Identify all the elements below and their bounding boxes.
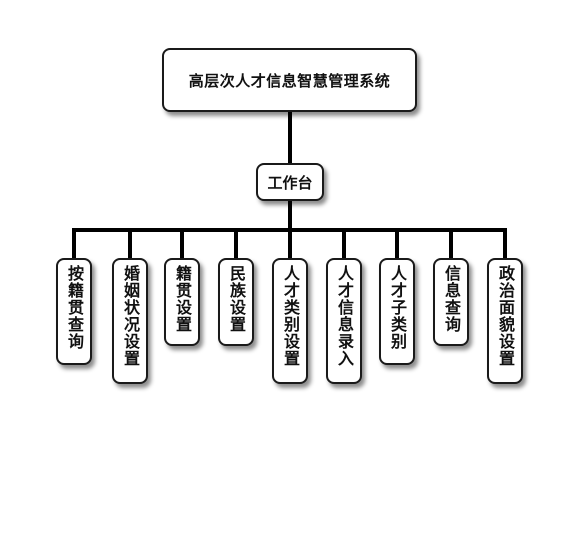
leaf-node-label: 政治面貌设置 xyxy=(496,265,515,367)
leaf-node-label: 人才子类别 xyxy=(388,265,407,350)
leaf-node-label: 民族设置 xyxy=(227,265,246,333)
leaf-node-ethnicity-settings[interactable]: 民族设置 xyxy=(218,258,254,346)
leaf-node-marital-status[interactable]: 婚姻状况设置 xyxy=(112,258,148,384)
leaf-node-jiguan-settings[interactable]: 籍贯设置 xyxy=(164,258,200,346)
leaf-node-label: 按籍贯查询 xyxy=(65,265,84,350)
leaf-node-label: 籍贯设置 xyxy=(173,265,192,333)
leaf-node-jiguan-query[interactable]: 按籍贯查询 xyxy=(56,258,92,365)
leaf-node-info-query[interactable]: 信息查询 xyxy=(433,258,469,346)
leaf-node-political-status[interactable]: 政治面貌设置 xyxy=(487,258,523,384)
hub-node-label: 工作台 xyxy=(267,173,313,192)
leaf-node-label: 婚姻状况设置 xyxy=(121,265,140,367)
leaf-node-label: 人才信息录入 xyxy=(335,265,354,367)
leaf-node-talent-subcategory[interactable]: 人才子类别 xyxy=(379,258,415,365)
root-node-label: 高层次人才信息智慧管理系统 xyxy=(188,71,391,90)
leaf-node-label: 人才类别设置 xyxy=(281,265,300,367)
leaf-node-label: 信息查询 xyxy=(442,265,461,333)
hub-node[interactable]: 工作台 xyxy=(256,163,324,201)
leaf-drop-lines xyxy=(72,228,507,258)
leaf-node-talent-entry[interactable]: 人才信息录入 xyxy=(326,258,362,384)
leaf-node-talent-category[interactable]: 人才类别设置 xyxy=(272,258,308,384)
root-node[interactable]: 高层次人才信息智慧管理系统 xyxy=(162,48,417,112)
